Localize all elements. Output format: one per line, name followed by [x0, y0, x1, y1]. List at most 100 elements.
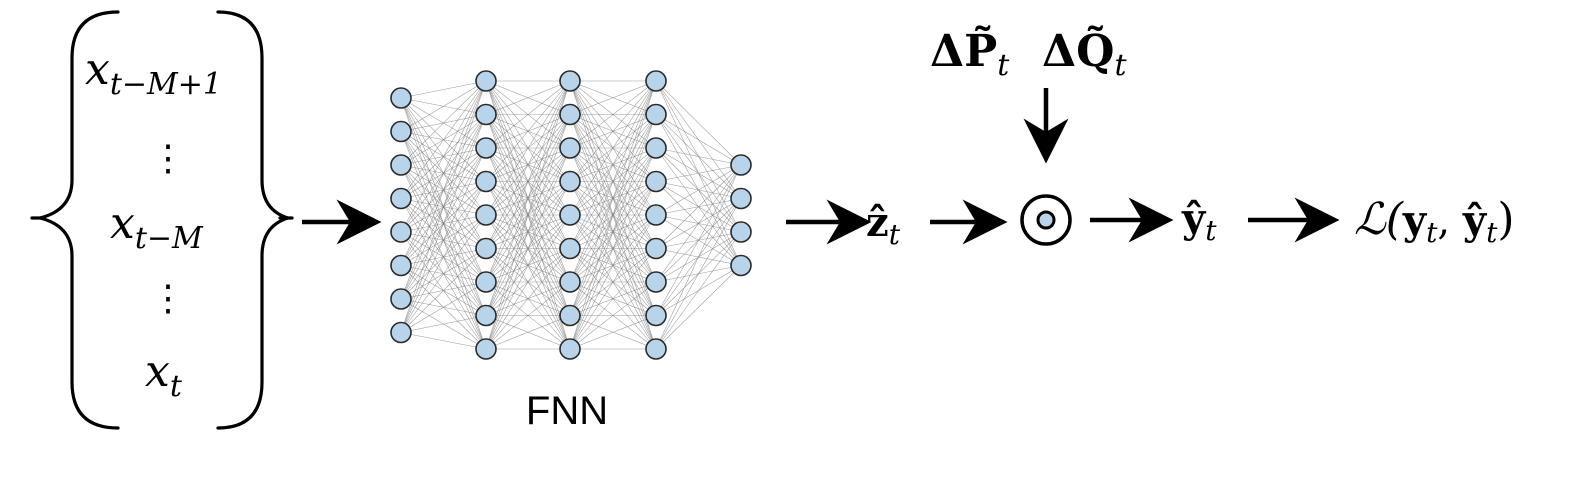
delta-q-tilde: ΔQ̃t [1042, 24, 1127, 83]
network-edge [569, 80, 657, 316]
network-node [475, 271, 497, 293]
network-node [475, 70, 497, 92]
network-edge [485, 147, 571, 350]
network-edge [400, 80, 487, 266]
network-edge [400, 80, 487, 233]
network-edge [400, 80, 487, 333]
network-edge [485, 80, 571, 216]
network-node [645, 304, 667, 327]
network-edge [569, 315, 657, 350]
network-edge [655, 198, 742, 350]
right-curly-brace [216, 10, 294, 430]
network-edge [655, 265, 742, 350]
delta-p-tilde: ΔP̃t [930, 24, 1010, 83]
network-node [559, 103, 581, 126]
network-edges [400, 80, 742, 350]
network-node [475, 204, 497, 226]
network-edge [655, 164, 742, 216]
network-edge [400, 80, 487, 132]
network-node [475, 170, 497, 193]
network-node [559, 170, 581, 193]
network-edge [485, 80, 571, 182]
network-edge [400, 315, 487, 333]
network-edge [655, 164, 742, 316]
network-edge [400, 248, 487, 333]
network-node [559, 237, 581, 260]
y-hat-output: ŷt [1181, 195, 1217, 247]
network-edge [485, 80, 571, 115]
network-node [730, 254, 752, 277]
network-edge [485, 248, 571, 350]
network-node [645, 237, 667, 260]
network-edge [569, 80, 657, 182]
network-edge [655, 114, 742, 166]
network-edge [569, 80, 657, 283]
network-node [645, 70, 667, 92]
network-edge [485, 80, 571, 149]
network-node [390, 120, 412, 143]
network-edge [569, 181, 657, 350]
network-node [475, 237, 497, 260]
network-edge [569, 80, 657, 216]
network-node [730, 221, 752, 243]
input-vdots-1: ⋮ [150, 138, 186, 179]
network-node [645, 170, 667, 193]
network-edge [655, 231, 742, 350]
network-edge [655, 147, 742, 166]
network-edge [569, 80, 657, 350]
network-edge [569, 281, 657, 350]
network-edge [400, 281, 487, 333]
input-vdots-2: ⋮ [150, 278, 186, 319]
network-edge [485, 80, 571, 316]
network-edge [485, 114, 571, 350]
network-edge [655, 164, 742, 249]
network-edge [400, 80, 487, 166]
network-edge [485, 214, 571, 350]
network-node [559, 271, 581, 293]
network-node [559, 70, 581, 92]
network-edge [569, 80, 657, 149]
network-edge [485, 315, 571, 350]
network-edge [400, 332, 487, 350]
network-edge [569, 80, 657, 249]
input-entry-first: xt−M+1 [85, 44, 222, 102]
network-node [475, 103, 497, 126]
z-hat-output: ẑt [866, 199, 901, 251]
network-edge [655, 164, 742, 350]
network-node [390, 321, 412, 344]
network-edge [400, 214, 487, 333]
network-node [390, 254, 412, 277]
network-node [390, 187, 412, 210]
network-edge [485, 80, 571, 283]
network-node [390, 154, 412, 176]
network-node [645, 271, 667, 293]
network-edge [569, 248, 657, 350]
network-node [559, 137, 581, 159]
fnn-network [390, 70, 752, 360]
network-edge [485, 281, 571, 350]
network-node [645, 137, 667, 159]
network-edge [485, 80, 571, 249]
network-node [475, 137, 497, 159]
network-node [475, 304, 497, 327]
network-edge [400, 181, 487, 333]
network-edge [400, 80, 487, 99]
network-node [730, 154, 752, 176]
network-edge [655, 80, 742, 166]
network-node [390, 87, 412, 109]
network-edge [655, 164, 742, 182]
network-edge [569, 214, 657, 350]
input-vector: xt−M+1 ⋮ xt−M ⋮ xt [30, 10, 294, 430]
network-edge [485, 181, 571, 350]
network-node [390, 288, 412, 310]
hadamard-operator [1020, 194, 1072, 246]
network-label: FNN [526, 389, 608, 433]
input-entry-last: xt [145, 346, 183, 404]
loss-expression: ℒ(yt, ŷt) [1354, 194, 1515, 249]
network-edge [400, 114, 487, 333]
network-node [559, 304, 581, 327]
network-node [390, 221, 412, 243]
network-edge [400, 80, 487, 199]
network-node [645, 204, 667, 226]
